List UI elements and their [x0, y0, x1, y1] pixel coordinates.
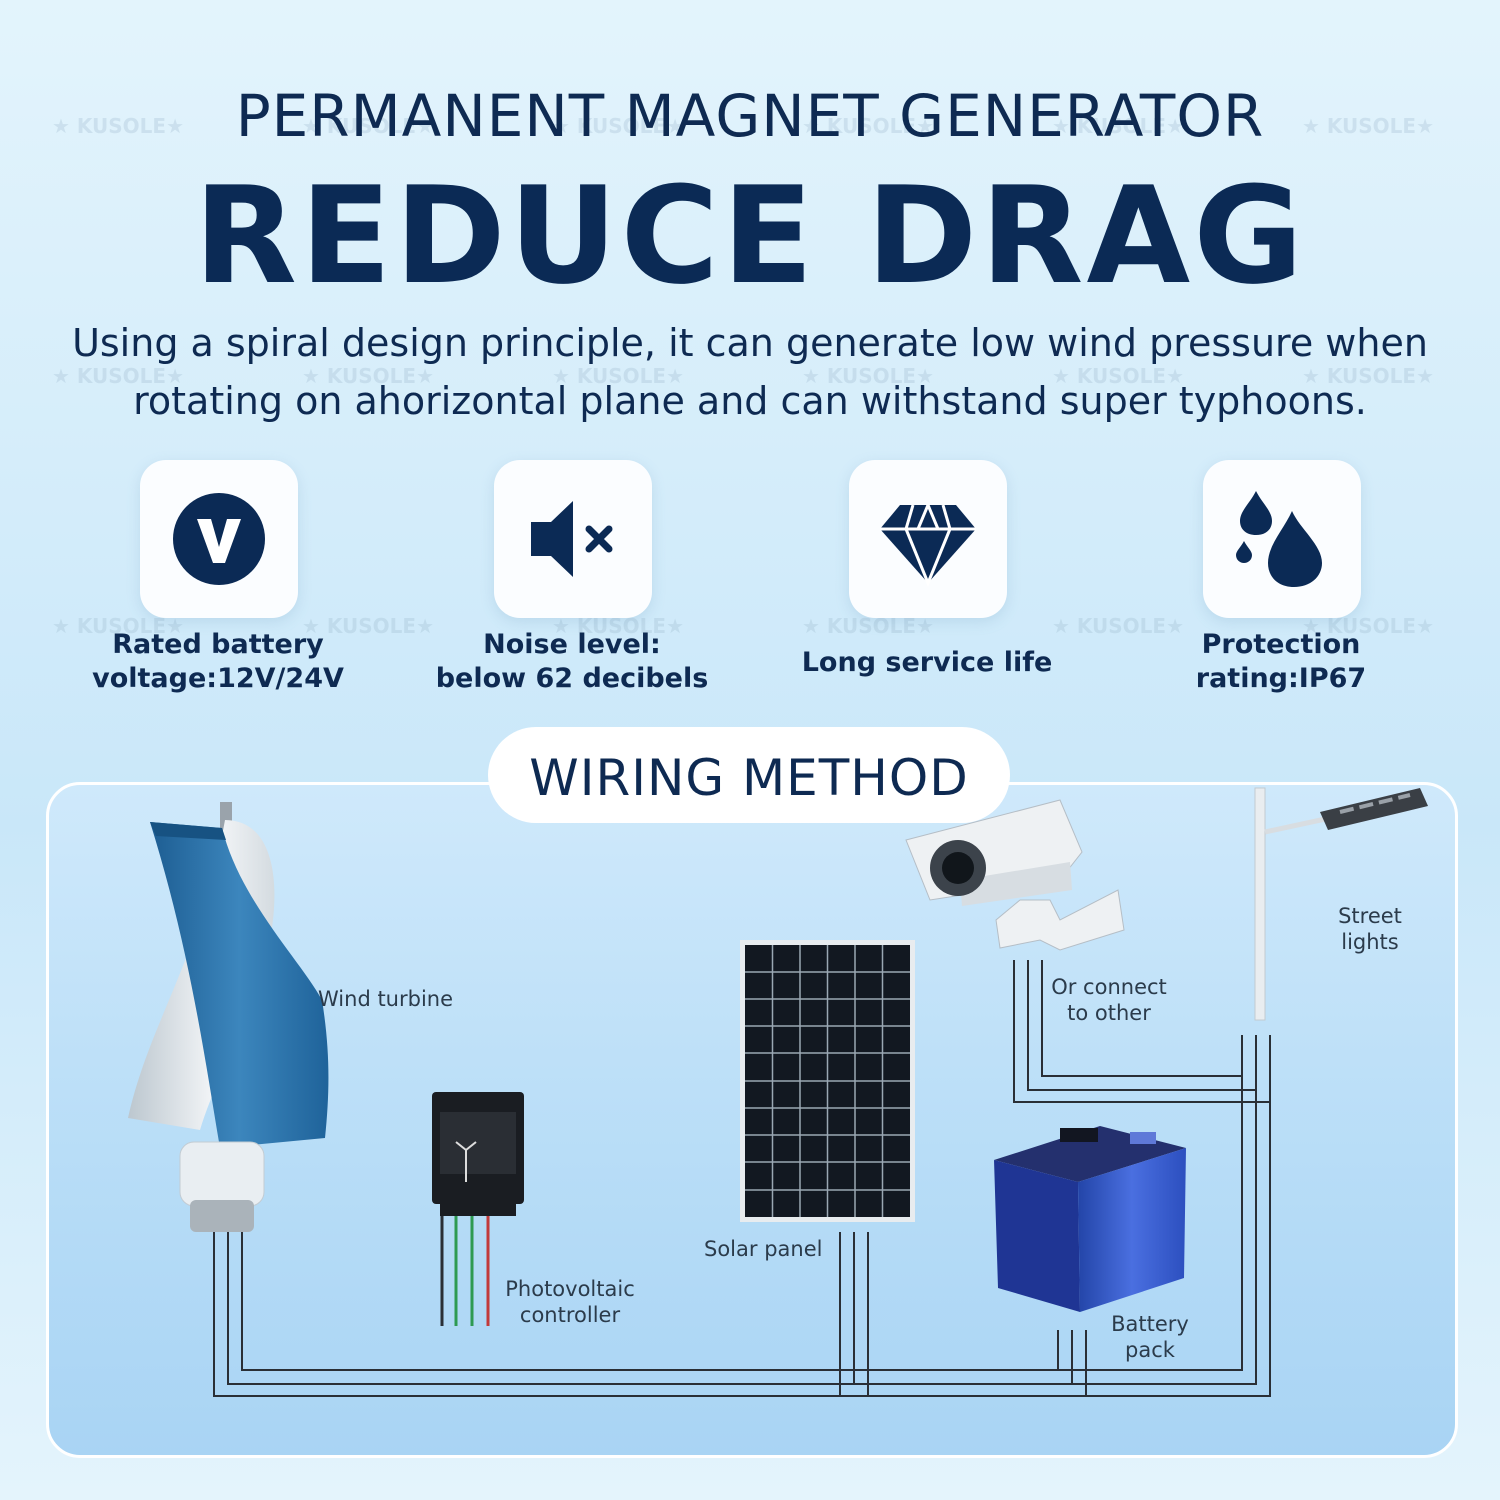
- watermark-text: ★ KUSOLE★: [302, 114, 435, 138]
- watermark-text: ★ KUSOLE★: [302, 364, 435, 388]
- watermark-text: ★ KUSOLE★: [802, 114, 935, 138]
- street-light-image: [1254, 787, 1428, 1021]
- voltage-v-icon: [173, 493, 265, 585]
- battery-pack-image: [994, 1126, 1186, 1312]
- wind-turbine-label: Wind turbine: [318, 987, 454, 1011]
- watermark-text: ★ KUSOLE★: [52, 364, 185, 388]
- watermark-text: ★ KUSOLE★: [1052, 364, 1185, 388]
- wiring-title: WIRING METHOD: [529, 749, 969, 807]
- feature-tile: [849, 460, 1007, 618]
- watermark-text: ★ KUSOLE★: [52, 114, 185, 138]
- watermark-text: ★ KUSOLE★: [552, 364, 685, 388]
- security-camera-image: [905, 799, 1125, 951]
- wires: [213, 960, 1271, 1397]
- watermark-text: ★ KUSOLE★: [1302, 364, 1435, 388]
- watermark-text: ★ KUSOLE★: [552, 614, 685, 638]
- watermark-text: ★ KUSOLE★: [802, 364, 935, 388]
- feature-label: Long service life: [801, 647, 1053, 678]
- feature-label: Noise level:below 62 decibels: [435, 629, 709, 694]
- mute-speaker-icon: [531, 501, 613, 577]
- feature-tile: [494, 460, 652, 618]
- water-drops-icon: [1236, 491, 1322, 587]
- solar-panel-image: [740, 940, 915, 1222]
- watermark-text: ★ KUSOLE★: [552, 114, 685, 138]
- description-line: Using a spiral design principle, it can …: [72, 321, 1428, 365]
- photovoltaic-controller-image: [432, 1092, 524, 1326]
- watermark-text: ★ KUSOLE★: [1052, 114, 1185, 138]
- watermark-text: ★ KUSOLE★: [1302, 114, 1435, 138]
- watermark-text: ★ KUSOLE★: [52, 614, 185, 638]
- description: Using a spiral design principle, it can …: [50, 314, 1450, 430]
- subtitle: PERMANENT MAGNET GENERATOR: [235, 82, 1265, 150]
- watermark-text: ★ KUSOLE★: [1052, 614, 1185, 638]
- feature-tile: [1203, 460, 1361, 618]
- feature-tile: [140, 460, 298, 618]
- watermark-text: ★ KUSOLE★: [302, 614, 435, 638]
- wiring-title-pill: WIRING METHOD: [488, 727, 1010, 823]
- watermark-text: ★ KUSOLE★: [1302, 614, 1435, 638]
- diamond-icon: [880, 504, 976, 587]
- headline: REDUCE DRAG: [193, 158, 1307, 314]
- description-line: rotating on ahorizontal plane and can wi…: [133, 379, 1367, 423]
- watermark-text: ★ KUSOLE★: [802, 614, 935, 638]
- wind-turbine-image: [128, 802, 329, 1232]
- solar-panel-label: Solar panel: [704, 1237, 823, 1261]
